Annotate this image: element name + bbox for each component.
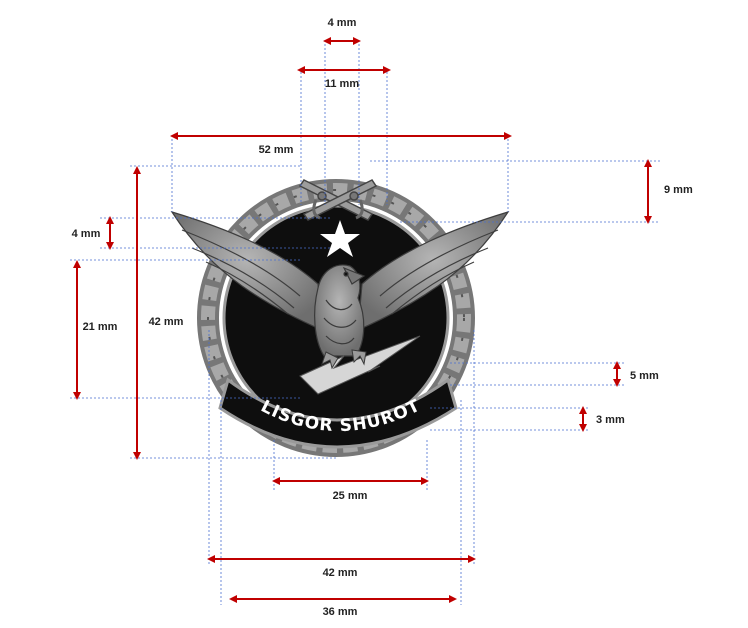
label-bottom-rim: 3 mm [596,414,625,426]
label-banner-height: 5 mm [630,370,659,382]
talons [321,349,367,370]
label-star-height: 4 mm [72,228,101,240]
star-icon [320,220,360,257]
lightning-bolt-icon [299,335,421,395]
label-wings-width: 52 mm [259,144,294,156]
right-wing [357,210,510,331]
label-swords-height: 9 mm [664,184,693,196]
eagle-icon [314,264,366,357]
dimension-arrows [73,37,652,603]
label-inner-width: 36 mm [323,606,358,618]
crossed-swords-icon [298,179,378,221]
label-banner-width: 25 mm [333,490,368,502]
label-outer-width: 42 mm [323,567,358,579]
guide-lines [70,40,660,605]
badge: LISGOR SHUROT [170,179,510,457]
label-eagle-height: 21 mm [83,321,118,333]
label-swords-width: 11 mm [325,78,359,90]
dimension-labels: 4 mm 11 mm 52 mm 9 mm 4 mm 42 mm 21 mm 5… [72,17,693,618]
label-total-height: 42 mm [149,316,184,328]
label-star-width: 4 mm [328,17,357,29]
